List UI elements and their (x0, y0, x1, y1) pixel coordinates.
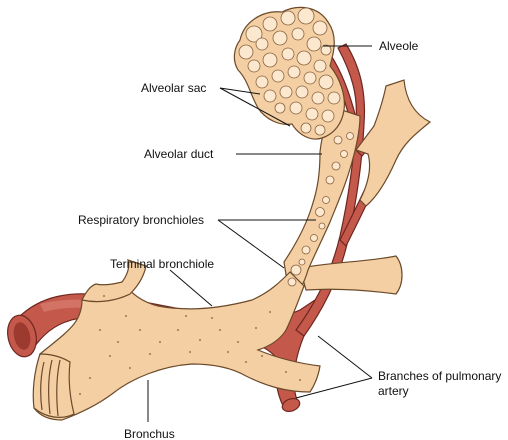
tissue-plate-upper-right (355, 79, 432, 207)
alveoli (238, 7, 341, 136)
tissue-plate-right (299, 255, 403, 295)
alveolar-cluster (233, 6, 345, 140)
label-alveole: Alveole (379, 39, 419, 53)
label-bronchus-group: Bronchus (124, 380, 175, 440)
bronchus-texture (79, 295, 301, 403)
respiratory-bronchiole-pores (287, 132, 354, 287)
label-alveole-group: Alveole (323, 39, 419, 53)
label-branches-pulmonary-artery-line1: Branches of pulmonary (378, 369, 501, 383)
label-alveolar-sac-group: Alveolar sac (141, 81, 291, 127)
label-terminal-bronchiole: Terminal bronchiole (110, 257, 214, 271)
bronchus-upper-branch (81, 259, 147, 303)
label-alveolar-duct: Alveolar duct (144, 147, 214, 161)
label-respiratory-bronchioles-group: Respiratory bronchioles (78, 213, 316, 269)
label-alveolar-duct-group: Alveolar duct (144, 147, 322, 161)
label-branches-pulmonary-artery-group: Branches of pulmonary artery (295, 335, 501, 399)
label-respiratory-bronchioles: Respiratory bronchioles (78, 213, 204, 227)
label-bronchus: Bronchus (124, 427, 175, 440)
airway-tree (32, 79, 432, 421)
label-branches-pulmonary-artery-line2: artery (378, 384, 409, 398)
label-alveolar-sac: Alveolar sac (141, 81, 206, 95)
label-terminal-bronchiole-group: Terminal bronchiole (110, 257, 214, 307)
bronchus-cut-face (32, 353, 75, 418)
